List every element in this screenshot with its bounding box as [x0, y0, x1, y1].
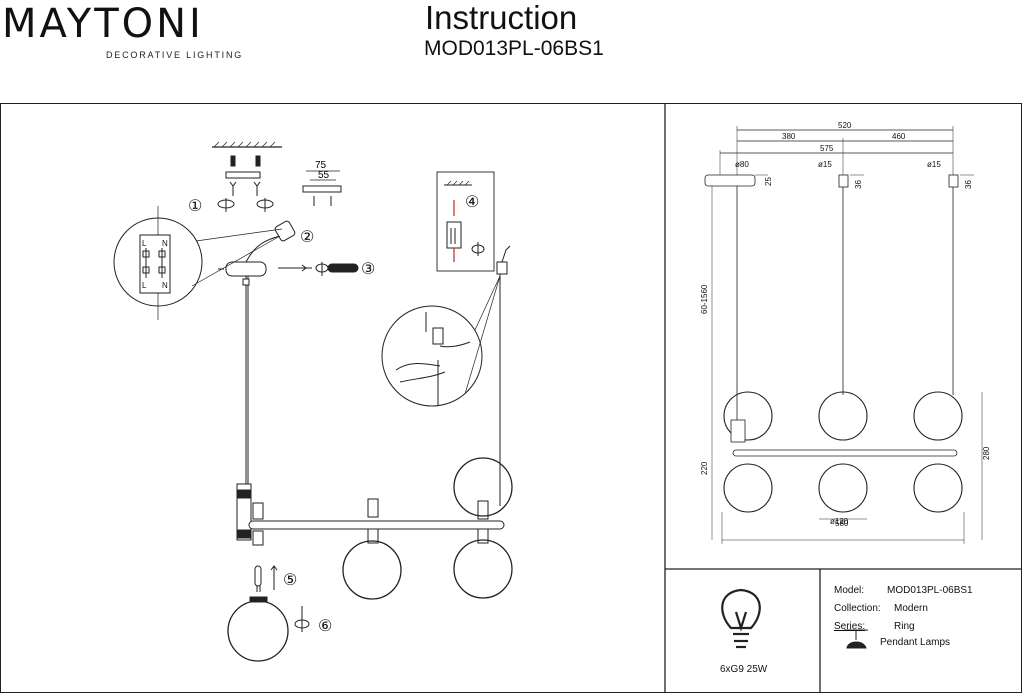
svg-text:220: 220: [700, 461, 709, 475]
step-2-marker: ②: [300, 229, 314, 246]
spec-table: Model: MOD013PL-06BS1 Collection: Modern…: [834, 585, 973, 648]
terminal-labels: L N L N: [142, 239, 168, 290]
model-code: MOD013PL-06BS1: [424, 37, 604, 60]
svg-text:N: N: [162, 281, 168, 290]
svg-text:ø120: ø120: [830, 517, 849, 526]
pendant-lamp-icon: [844, 629, 868, 649]
svg-text:Ring: Ring: [894, 621, 915, 632]
brand-tagline: DECORATIVE LIGHTING: [106, 50, 244, 60]
svg-text:MOD013PL-06BS1: MOD013PL-06BS1: [887, 585, 973, 596]
svg-text:ø15: ø15: [927, 160, 941, 169]
svg-text:Series:: Series:: [834, 621, 865, 632]
svg-text:60-1560: 60-1560: [700, 284, 709, 314]
bracket-dim-inner: 55: [318, 170, 330, 181]
svg-text:N: N: [162, 239, 168, 248]
step-4-marker: ④: [465, 194, 479, 211]
svg-text:575: 575: [820, 144, 834, 153]
panel-dividers: [664, 103, 1022, 693]
vertical-dimension-labels: 25 36 36 60-1560 220 280: [700, 177, 991, 475]
svg-text:L: L: [142, 281, 147, 290]
assembly-diagram: [113, 141, 513, 662]
step-6-marker: ⑥: [318, 618, 332, 635]
svg-text:ø15: ø15: [818, 160, 832, 169]
svg-text:L: L: [142, 239, 147, 248]
svg-text:Collection:: Collection:: [834, 603, 881, 614]
svg-text:460: 460: [892, 132, 906, 141]
svg-text:380: 380: [782, 132, 796, 141]
dimension-labels: 520 380 460 575 ø80 ø15 ø15 580 ø120: [735, 121, 941, 528]
brand-logo: MAYTONI: [2, 1, 204, 47]
svg-text:25: 25: [764, 177, 773, 186]
lamp-bulb-icon: [721, 588, 761, 649]
dimension-drawing: [704, 126, 983, 544]
svg-text:ø80: ø80: [735, 160, 749, 169]
svg-text:280: 280: [982, 446, 991, 460]
step-markers: ① ② ③ ④ ⑤ ⑥: [188, 194, 479, 635]
lamp-spec: 6xG9 25W: [720, 664, 768, 675]
svg-text:Modern: Modern: [894, 603, 928, 614]
svg-text:580: 580: [835, 519, 849, 528]
step-1-marker: ①: [188, 198, 202, 215]
step-3-marker: ③: [361, 261, 375, 278]
svg-text:36: 36: [964, 180, 973, 189]
bracket-dim-outer: 75: [315, 160, 327, 171]
svg-text:Model:: Model:: [834, 585, 864, 596]
svg-text:36: 36: [854, 180, 863, 189]
instruction-frame: [0, 103, 1022, 693]
page-title: Instruction: [425, 0, 578, 36]
svg-text:Pendant Lamps: Pendant Lamps: [880, 637, 950, 648]
step-5-marker: ⑤: [283, 572, 297, 589]
svg-text:520: 520: [838, 121, 852, 130]
